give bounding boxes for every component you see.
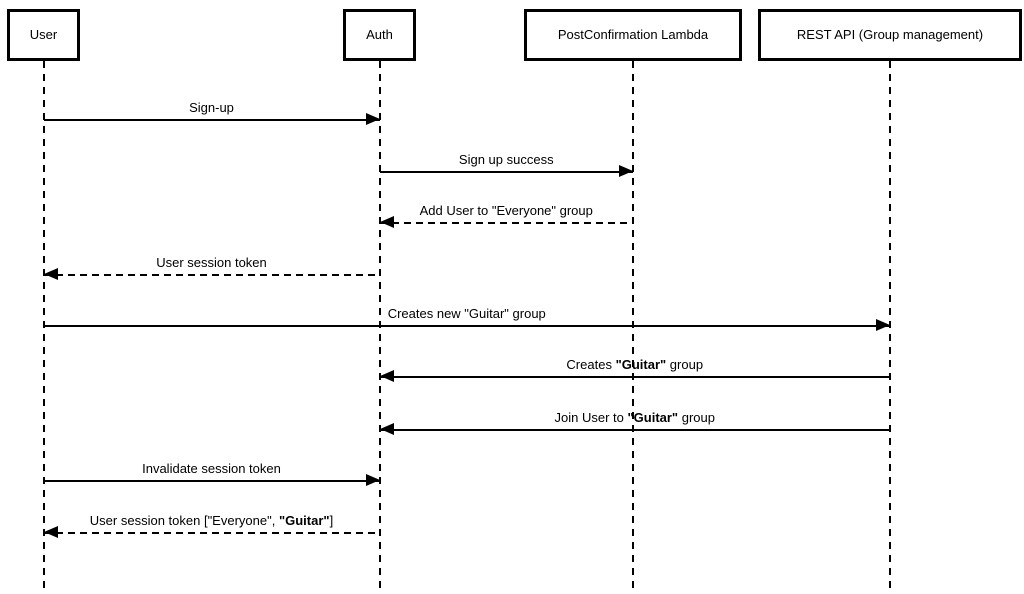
message-label: Join User to "Guitar" group bbox=[435, 409, 835, 427]
lifeline bbox=[889, 61, 891, 594]
message-line bbox=[43, 274, 380, 276]
actor-box: REST API (Group management) bbox=[758, 9, 1022, 61]
lifeline bbox=[378, 61, 381, 594]
message-label: User session token ["Everyone", "Guitar"… bbox=[12, 512, 412, 530]
arrowhead-icon bbox=[365, 113, 380, 125]
actor-box: User bbox=[7, 9, 80, 61]
message-line bbox=[43, 480, 380, 482]
arrowhead-icon bbox=[379, 423, 394, 435]
message-label-part: group bbox=[678, 410, 715, 425]
message-label-part: "Guitar" bbox=[627, 410, 679, 425]
message-label-part: Join User to bbox=[554, 410, 628, 425]
arrowhead-icon bbox=[43, 526, 58, 538]
message-label-part: "Guitar" bbox=[615, 357, 667, 372]
message-line bbox=[43, 532, 380, 534]
actor-label: REST API (Group management) bbox=[796, 26, 984, 42]
arrowhead-icon bbox=[619, 165, 633, 177]
message-label: Add User to "Everyone" group bbox=[306, 202, 706, 220]
actor-box: Auth bbox=[343, 9, 416, 61]
message-label-part: User session token bbox=[156, 255, 267, 270]
message-label-part: Creates bbox=[566, 357, 616, 372]
message-label: Sign-up bbox=[12, 99, 412, 117]
message-label-part: Creates new "Guitar" group bbox=[387, 306, 546, 321]
actor-label: PostConfirmation Lambda bbox=[557, 26, 709, 42]
message-line bbox=[43, 325, 890, 327]
lifeline bbox=[42, 61, 45, 594]
message-label-part: Invalidate session token bbox=[142, 461, 281, 476]
message-label: Sign up success bbox=[306, 151, 706, 169]
arrowhead-icon bbox=[43, 268, 58, 280]
arrowhead-icon bbox=[365, 474, 380, 486]
message-label: Creates "Guitar" group bbox=[435, 356, 835, 374]
message-label: User session token bbox=[12, 254, 412, 272]
message-line bbox=[379, 222, 633, 224]
message-label-part: User session token ["Everyone", bbox=[89, 513, 279, 528]
message-line bbox=[379, 429, 890, 431]
message-label-part: Add User to "Everyone" group bbox=[419, 203, 593, 218]
actor-box: PostConfirmation Lambda bbox=[524, 9, 742, 61]
message-line bbox=[43, 119, 380, 121]
message-label-part: Sign-up bbox=[189, 100, 234, 115]
message-label-part: "Guitar" bbox=[278, 513, 330, 528]
lifeline bbox=[632, 61, 634, 594]
message-line bbox=[379, 171, 633, 173]
message-label-part: group bbox=[666, 357, 704, 372]
actor-label: User bbox=[29, 26, 58, 42]
message-label-part: ] bbox=[329, 513, 334, 528]
message-line bbox=[379, 376, 890, 378]
message-label-part: Sign up success bbox=[458, 152, 554, 167]
message-label: Creates new "Guitar" group bbox=[267, 305, 667, 323]
arrowhead-icon bbox=[379, 370, 394, 382]
message-label: Invalidate session token bbox=[12, 460, 412, 478]
arrowhead-icon bbox=[379, 216, 394, 228]
actor-label: Auth bbox=[366, 26, 393, 42]
arrowhead-icon bbox=[876, 319, 890, 331]
